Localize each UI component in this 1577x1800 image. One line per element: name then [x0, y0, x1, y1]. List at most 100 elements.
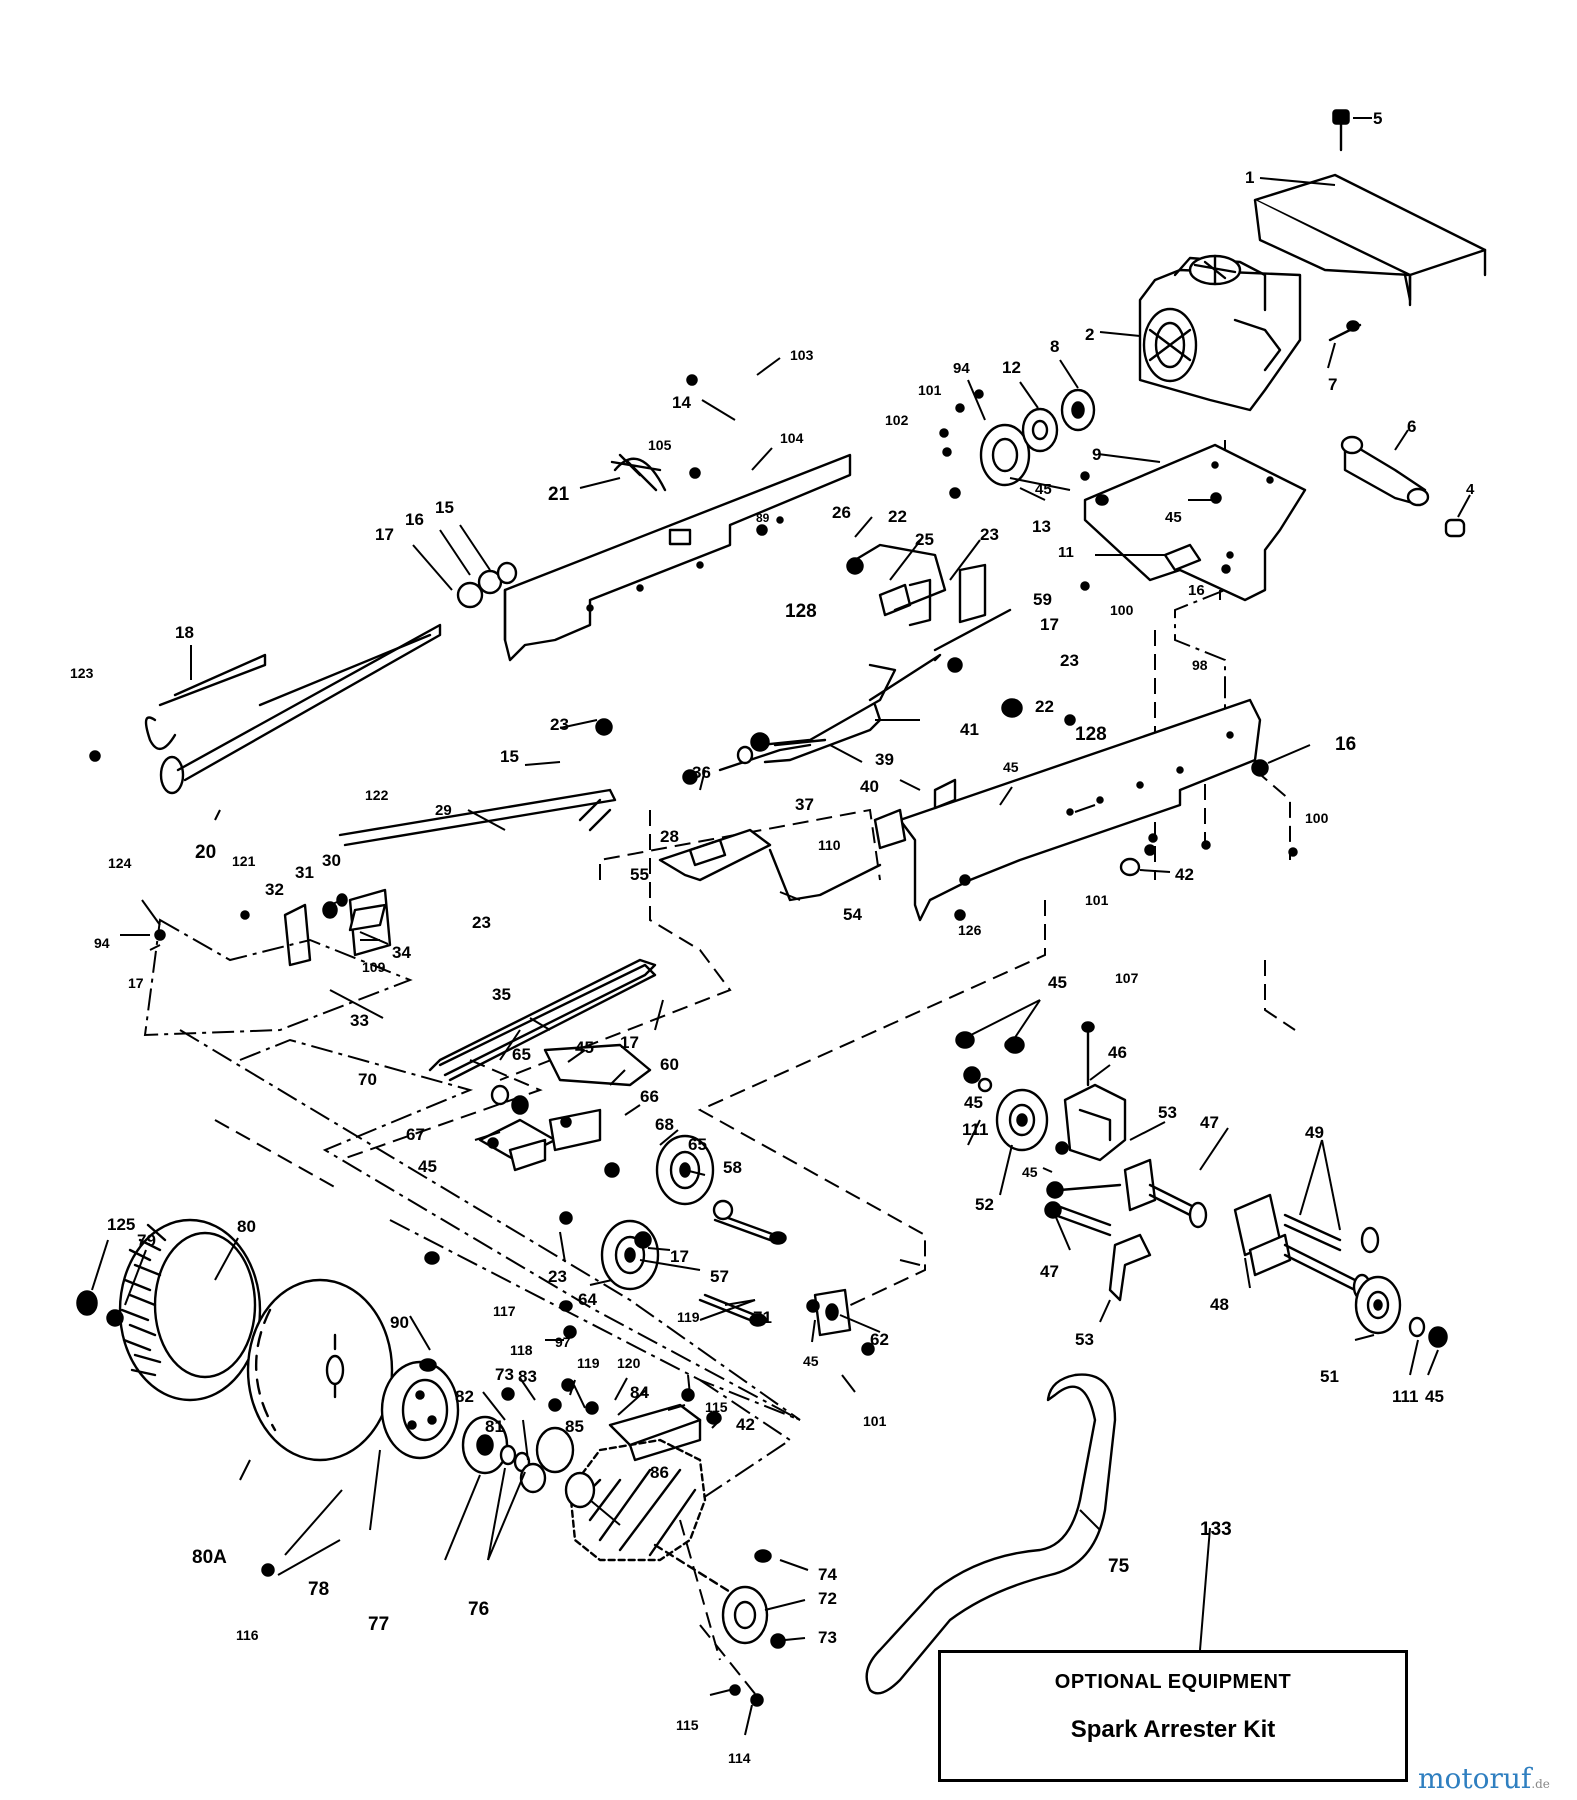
callout: 25 — [915, 530, 934, 549]
part-6-spacer — [1340, 435, 1466, 538]
callout: 17 — [670, 1247, 689, 1266]
callout: 4 — [1466, 481, 1475, 498]
part-55-bracket — [658, 828, 882, 902]
callout: 35 — [492, 985, 511, 1004]
callout: 29 — [435, 802, 452, 819]
callout: 30 — [322, 851, 341, 870]
callout: 32 — [265, 880, 284, 899]
callout: 45 — [1003, 759, 1019, 775]
callout: 45 — [803, 1353, 819, 1369]
callout: 123 — [70, 665, 94, 681]
callout: 104 — [780, 430, 804, 446]
callout: 76 — [468, 1599, 489, 1620]
callout: 52 — [975, 1195, 994, 1214]
part-2-engine — [1138, 254, 1362, 412]
callout: 128 — [785, 601, 817, 622]
callout: 9 — [1092, 445, 1101, 464]
callout: 118 — [510, 1342, 533, 1358]
callout: 65 — [512, 1045, 531, 1064]
callout: 2 — [1085, 325, 1094, 344]
callout: 37 — [795, 795, 814, 814]
callout: 82 — [455, 1387, 474, 1406]
idler-pulley-64 — [600, 1219, 660, 1291]
callout: 133 — [1200, 1519, 1232, 1540]
callout: 39 — [875, 750, 894, 769]
callout: 115 — [705, 1399, 728, 1415]
callout: 1 — [1245, 168, 1254, 187]
callout: 111 — [1392, 1387, 1419, 1406]
callout: 75 — [1108, 1556, 1130, 1577]
callout: 120 — [617, 1355, 641, 1371]
callout: 117 — [493, 1303, 516, 1319]
callout: 62 — [870, 1330, 889, 1349]
callout: 124 — [108, 855, 132, 871]
callout: 17 — [128, 975, 144, 991]
callout: 15 — [435, 498, 454, 517]
callout: 122 — [365, 787, 389, 803]
callout: 71 — [753, 1308, 772, 1327]
callout: 101 — [863, 1413, 887, 1429]
callout: 83 — [518, 1367, 537, 1386]
callout: 45 — [575, 1038, 594, 1057]
callout: 45 — [1165, 509, 1182, 526]
callout: 22 — [888, 507, 907, 526]
callout: 16 — [1188, 582, 1205, 599]
callout: 23 — [548, 1267, 567, 1286]
callout: 16 — [1335, 734, 1356, 755]
callout: 40 — [860, 777, 879, 796]
callout: 17 — [1040, 615, 1059, 634]
callout: 105 — [648, 437, 672, 453]
idler-assembly-46 — [955, 1021, 1208, 1302]
callout: 103 — [790, 347, 814, 363]
callout: 45 — [1048, 973, 1067, 992]
callout: 17 — [375, 525, 394, 544]
callout: 45 — [418, 1157, 437, 1176]
callout: 98 — [1192, 657, 1208, 673]
callout: 49 — [1305, 1123, 1324, 1142]
callout: 74 — [818, 1565, 837, 1584]
rim-80A — [246, 1278, 394, 1462]
callout: 21 — [548, 484, 570, 505]
callout: 45 — [1425, 1387, 1444, 1406]
callout: 100 — [1110, 602, 1134, 618]
callout: 6 — [1407, 417, 1416, 436]
callout: 51 — [1320, 1367, 1339, 1386]
callout: 78 — [308, 1579, 329, 1600]
callout: 60 — [660, 1055, 679, 1074]
part-9-engine-plate — [1083, 443, 1307, 602]
callout: 48 — [1210, 1295, 1229, 1314]
callout: 72 — [818, 1589, 837, 1608]
callout: 26 — [832, 503, 851, 522]
callout: 89 — [756, 511, 770, 525]
callout: 102 — [885, 412, 909, 428]
callout: 81 — [485, 1417, 504, 1436]
callout: 79 — [137, 1231, 156, 1250]
drive-belt-75 — [865, 1373, 1117, 1695]
callout: 114 — [728, 1750, 751, 1766]
callout: 101 — [1085, 892, 1109, 908]
callout: 90 — [390, 1313, 409, 1332]
callout: 57 — [710, 1267, 729, 1286]
callout: 47 — [1200, 1113, 1219, 1132]
callout: 119 — [577, 1355, 600, 1371]
callout: 18 — [175, 623, 194, 642]
callout: 54 — [843, 905, 862, 924]
callout: 15 — [500, 747, 519, 766]
callout: 23 — [550, 715, 569, 734]
callout: 53 — [1075, 1330, 1094, 1349]
callout: 68 — [655, 1115, 674, 1134]
callout: 65 — [688, 1135, 707, 1154]
callout: 125 — [107, 1215, 135, 1234]
callout: 128 — [1075, 724, 1107, 745]
callout: 12 — [1002, 358, 1021, 377]
callout: 23 — [980, 525, 999, 544]
callout: 23 — [1060, 651, 1079, 670]
pulley-12-13 — [979, 388, 1096, 487]
callout: 22 — [1035, 697, 1054, 716]
callout: 64 — [578, 1290, 597, 1309]
callout: 80A — [192, 1547, 227, 1568]
callout: 14 — [672, 393, 691, 412]
pulley-72 — [721, 1549, 786, 1649]
callout: 111 — [962, 1120, 989, 1139]
